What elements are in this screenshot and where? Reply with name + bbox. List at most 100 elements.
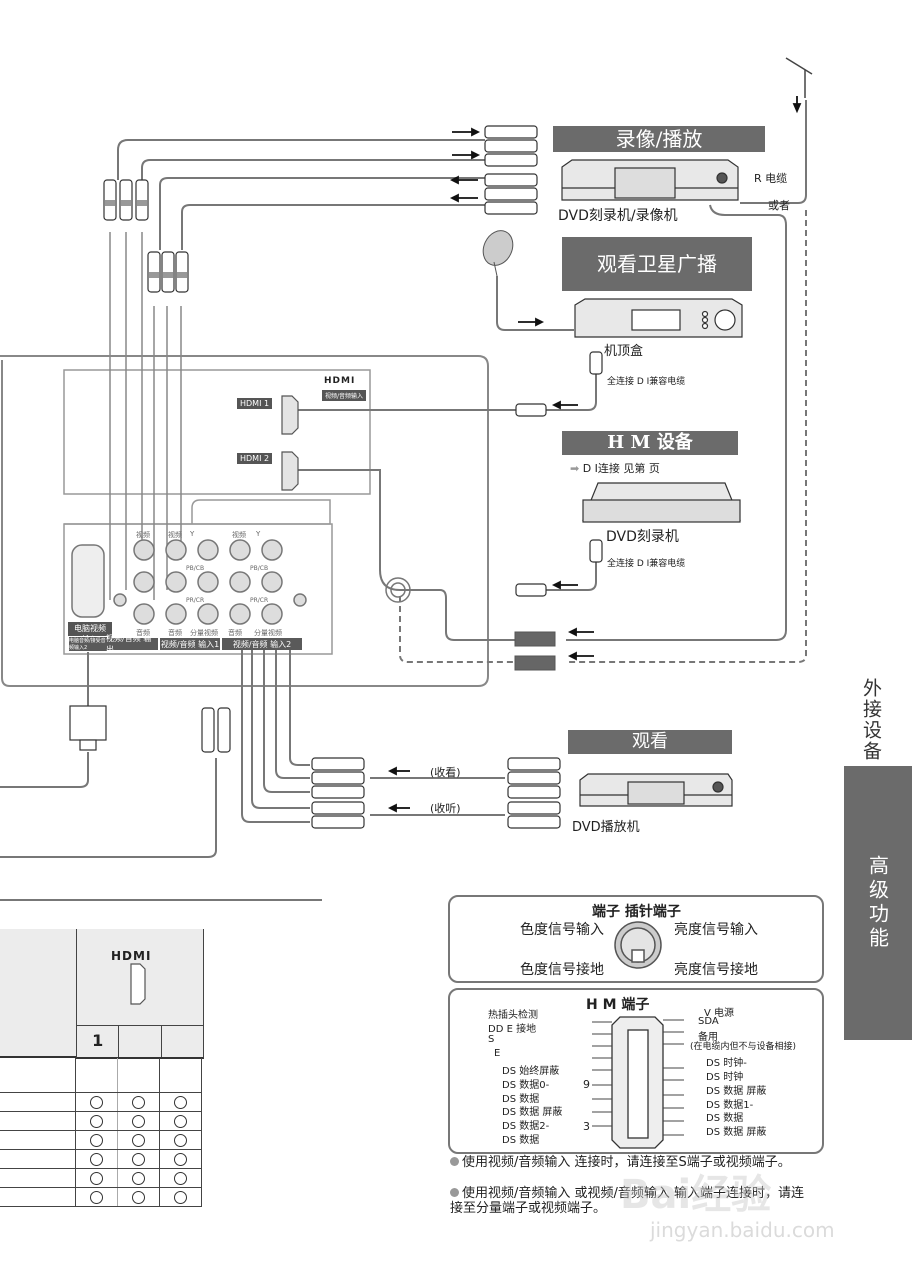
compat-cell	[116, 1131, 159, 1149]
hdmi2-port-tag: HDMI 2	[237, 453, 273, 464]
cable-component-1	[289, 640, 310, 766]
hdmi-right-pin-label: DS 数据 屏蔽	[706, 1127, 767, 1138]
cable-audio-2	[241, 640, 310, 823]
hdmi-caption: 视频/音频输入	[322, 390, 367, 401]
cable-antenna	[740, 100, 807, 204]
cable-rf-dashed-panel	[399, 596, 515, 663]
jack-label-audio-3: 音频	[228, 629, 242, 637]
hdmi-right-pin-label: DS 数据	[706, 1113, 744, 1124]
supported-circle-icon	[173, 1191, 187, 1204]
rca-plugs-audio-pair	[201, 707, 231, 753]
banner-hdmi-device: H M 设备	[562, 431, 738, 455]
signal-arrows	[387, 96, 802, 813]
av-output-group-label: 视频/音频 输出	[106, 634, 158, 654]
bullet-icon	[450, 1188, 459, 1197]
supported-circle-icon	[89, 1096, 103, 1109]
hdmi-logo: HDMI	[324, 376, 356, 386]
dvd-player-label: DVD播放机	[572, 820, 640, 835]
compat-cell	[74, 1188, 117, 1206]
compat-row-label	[0, 1093, 75, 1111]
chapter-label: 外接设备	[860, 678, 882, 762]
supported-circle-icon	[131, 1115, 145, 1128]
compat-row-label	[0, 1150, 75, 1168]
hdmi-left-pin-label: S	[488, 1034, 495, 1045]
hdmi-dvd-recorder-label: DVD刻录机	[606, 529, 679, 545]
note-1: 使用视频/音频输入 连接时，请连接至S端子或视频端子。	[450, 1155, 810, 1170]
compat-cell	[158, 1169, 203, 1187]
compat-cell	[74, 1131, 117, 1149]
dvd-recorder-vcr-label: DVD刻录机/录像机	[558, 208, 678, 224]
compat-row-label	[0, 1169, 75, 1187]
rca-plug-group-top	[103, 179, 189, 293]
compat-cell	[158, 1058, 203, 1092]
compat-cell	[74, 1112, 117, 1130]
cable-video-out-2	[141, 159, 485, 180]
watch-audio-label: (收听)	[430, 802, 461, 815]
compat-table-row	[0, 1131, 203, 1150]
watermark-brand: Bai经验	[620, 1172, 772, 1218]
s-video-title: 端子 插针端子	[592, 904, 681, 920]
hdmi-left-pin-label: DS 数据 屏蔽	[502, 1107, 563, 1118]
compat-table-row	[0, 1188, 203, 1207]
cable-pc-out	[0, 752, 89, 788]
supported-circle-icon	[89, 1153, 103, 1166]
compat-row-label	[0, 1112, 75, 1130]
compat-cell	[158, 1188, 203, 1206]
jack-label-audio-1: 音频	[136, 629, 150, 637]
jack-label-pb-2: PB/CB	[250, 565, 269, 572]
cable-video-in-1	[159, 177, 485, 250]
hdmi-left-pin-label: DS 数据2-	[502, 1121, 550, 1132]
hdmi-right-pin-label: DS 数据1-	[706, 1100, 754, 1111]
supported-circle-icon	[131, 1096, 145, 1109]
cable-rf-main	[566, 204, 787, 641]
side-tab-advanced-functions[interactable]: 高级功能	[844, 766, 912, 1040]
jack-label-video-1: 视频	[136, 531, 150, 539]
rf-plugs	[514, 631, 556, 671]
compat-subheader-1: 1	[77, 1026, 120, 1057]
note-1-text: 使用视频/音频输入 连接时，请连接至S端子或视频端子。	[462, 1155, 791, 1170]
jack-label-video-2: 视频	[168, 531, 182, 539]
dvd-player-illustration	[579, 773, 733, 807]
supported-circle-icon	[131, 1172, 145, 1185]
satellite-hdmi-cable-label: 全连接 D I兼容电缆	[607, 377, 686, 387]
hdmi-pin-title: H M 端子	[586, 997, 650, 1013]
supported-circle-icon	[89, 1115, 103, 1128]
compat-cell	[158, 1150, 203, 1168]
compat-table-hdmi-header: HDMI	[76, 929, 204, 1025]
note-2-text: 使用视频/音频输入 或视频/音频输入 输入端子连接时，请连接至分量端子或视频端子…	[450, 1186, 805, 1216]
watermark-url: jingyan.baidu.com	[650, 1218, 835, 1242]
supported-circle-icon	[89, 1172, 103, 1185]
compat-cell	[116, 1058, 159, 1092]
compat-cell	[158, 1093, 203, 1111]
hdmi-left-pin-label: E	[494, 1048, 501, 1059]
tv-hdmi-ports	[281, 395, 299, 491]
hdmi-right-pin-label: V 电源	[704, 1008, 735, 1019]
compat-table-body	[0, 1058, 203, 1207]
jack-label-component-1: 分量视频	[190, 629, 218, 637]
vga-plug	[69, 705, 107, 751]
pin-label-luma-gnd: 亮度信号接地	[674, 962, 758, 978]
compat-table-row	[0, 1150, 203, 1169]
note-2: 使用视频/音频输入 或视频/音频输入 输入端子连接时，请连接至分量端子或视频端子…	[450, 1186, 810, 1216]
set-top-box-illustration	[574, 298, 743, 338]
av-jack-panel	[64, 499, 331, 525]
compat-subheader-3	[162, 1026, 203, 1057]
dvd-recorder-vcr-illustration	[561, 159, 739, 201]
cable-hdmi-1-box	[546, 370, 597, 411]
supported-circle-icon	[173, 1115, 187, 1128]
rca-plugs-vcr	[484, 125, 538, 215]
cable-video-in-2	[181, 204, 485, 250]
arrow-right-icon: ➡	[570, 462, 580, 475]
cable-hdmi-2-box	[546, 560, 597, 591]
cable-component-2	[275, 640, 310, 779]
compat-subheader-2	[119, 1026, 162, 1057]
supported-circle-icon	[89, 1134, 103, 1147]
hdmi-left-pin-label: DS 数据	[502, 1135, 540, 1146]
tv-panel-outline	[0, 355, 489, 687]
compat-table-row	[0, 1169, 203, 1188]
jack-label-y-1: Y	[190, 530, 195, 538]
hdmi-left-pin-label: 热插头检测	[488, 1010, 538, 1021]
compat-cell	[116, 1093, 159, 1111]
or-label: 或者	[768, 199, 790, 212]
hdmi-device-cable-label: 全连接 D I兼容电缆	[607, 559, 686, 569]
